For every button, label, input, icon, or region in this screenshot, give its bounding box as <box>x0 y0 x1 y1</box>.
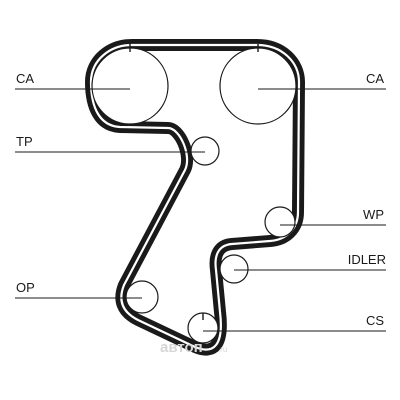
label-wp: WP <box>363 207 384 222</box>
watermark-logo: автоп .ru <box>160 339 227 356</box>
camshaft-pulley-right <box>219 44 297 125</box>
oil-pump-pulley <box>125 280 159 314</box>
crankshaft-pulley <box>187 312 219 344</box>
label-tp: TP <box>16 134 33 149</box>
belt-inner-line <box>89 43 301 351</box>
water-pump-pulley <box>264 206 296 238</box>
idler-pulley <box>219 254 249 284</box>
watermark-brand: автоп <box>160 339 203 356</box>
label-idler: IDLER <box>348 252 386 267</box>
tensioner-pulley <box>190 136 220 166</box>
watermark-domain: .ru <box>218 345 227 354</box>
camshaft-pulley-left <box>91 44 169 125</box>
label-op: OP <box>16 280 35 295</box>
label-ca-right: CA <box>366 71 384 86</box>
label-cs: CS <box>366 313 384 328</box>
label-ca-left: CA <box>16 71 34 86</box>
timing-belt <box>85 39 305 356</box>
